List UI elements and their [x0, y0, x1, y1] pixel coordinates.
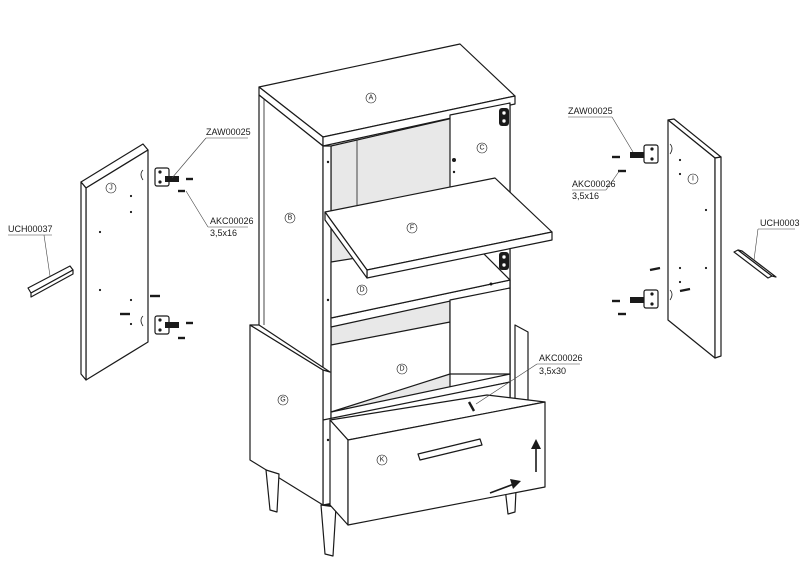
drawer: [329, 394, 546, 526]
hinge-icon: [499, 252, 509, 270]
part-label-C: C: [476, 142, 488, 154]
hinge-icon: [120, 294, 193, 340]
svg-text:C: C: [479, 145, 484, 152]
part-label-B: B: [284, 212, 296, 224]
callout-uch-left: UCH00037: [8, 224, 53, 234]
hinge-icon: [154, 167, 193, 193]
callout-akc-bottom-code: AKC00026: [539, 353, 583, 363]
callout-akc-right-code: AKC00026: [572, 179, 616, 189]
svg-text:K: K: [380, 457, 385, 464]
part-label-A: A: [365, 92, 377, 104]
callout-zaw-right: ZAW00025: [568, 106, 613, 116]
left-door: [80, 143, 149, 381]
callout-akc-left-size: 3,5x16: [210, 228, 237, 238]
part-label-G: G: [277, 394, 289, 406]
callout-zaw-left: ZAW00025: [206, 127, 251, 137]
handle-bar-right: [733, 249, 777, 279]
part-label-J: J: [105, 182, 117, 194]
part-label-D-upper: D: [356, 284, 368, 296]
svg-text:A: A: [369, 95, 374, 102]
callout-uch-right: UCH00037: [760, 218, 800, 228]
svg-text:I: I: [692, 176, 694, 183]
handle-bar-left: [27, 265, 74, 298]
svg-text:D: D: [399, 366, 404, 373]
svg-text:B: B: [288, 215, 293, 222]
callout-akc-bottom-size: 3,5x30: [539, 366, 566, 376]
part-label-F: F: [406, 222, 418, 234]
arrow-up-icon: [531, 439, 541, 472]
arrow-right-icon: [489, 479, 521, 494]
callout-akc-left-code: AKC00026: [210, 216, 254, 226]
flap-panel: [324, 177, 553, 279]
hinge-icon: [612, 266, 691, 316]
part-label-K: K: [376, 454, 388, 466]
hinge-icon: [499, 108, 509, 126]
part-label-D-lower: D: [396, 363, 408, 375]
right-door: [667, 118, 722, 359]
hinge-icon: [612, 144, 659, 173]
svg-text:J: J: [109, 185, 113, 192]
leader-lines: [8, 116, 795, 405]
svg-text:D: D: [359, 287, 364, 294]
callout-akc-right-size: 3,5x16: [572, 191, 599, 201]
part-label-I: I: [687, 173, 699, 185]
svg-text:G: G: [280, 397, 285, 404]
svg-text:F: F: [410, 225, 414, 232]
